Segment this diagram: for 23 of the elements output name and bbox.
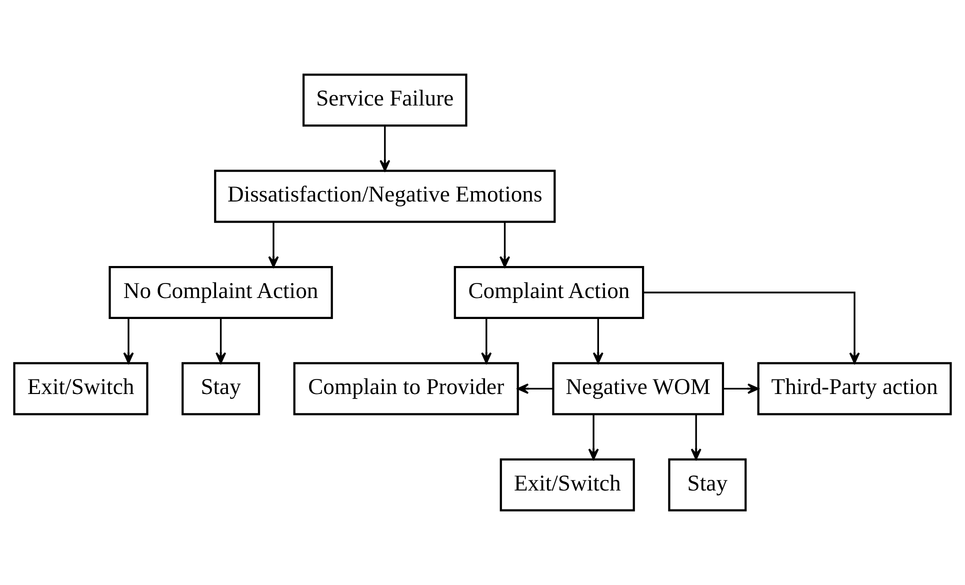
node-box: Negative WOM — [552, 362, 724, 416]
arrow — [643, 292, 860, 364]
arrow — [216, 318, 226, 364]
arrow — [499, 222, 510, 268]
node-box: Third-Party action — [757, 362, 952, 416]
node-box: Complain to Provider — [293, 362, 519, 416]
arrow — [123, 318, 134, 364]
arrow — [481, 318, 492, 364]
arrow — [268, 222, 279, 268]
arrow — [517, 383, 554, 394]
arrow — [723, 383, 759, 394]
node-box: Stay — [668, 458, 747, 512]
node-box: Stay — [182, 362, 260, 416]
node-box: Exit/Switch — [13, 362, 148, 416]
arrow — [380, 126, 390, 172]
node-box: Exit/Switch — [500, 458, 635, 512]
node-box: No Complaint Action — [108, 266, 333, 320]
arrow — [592, 318, 604, 364]
arrow — [588, 414, 599, 460]
node-box: Service Failure — [302, 74, 468, 127]
node-box: Dissatisfaction/Negative Emotions — [214, 170, 556, 223]
arrow — [690, 414, 702, 460]
node-box: Complaint Action — [454, 266, 644, 320]
